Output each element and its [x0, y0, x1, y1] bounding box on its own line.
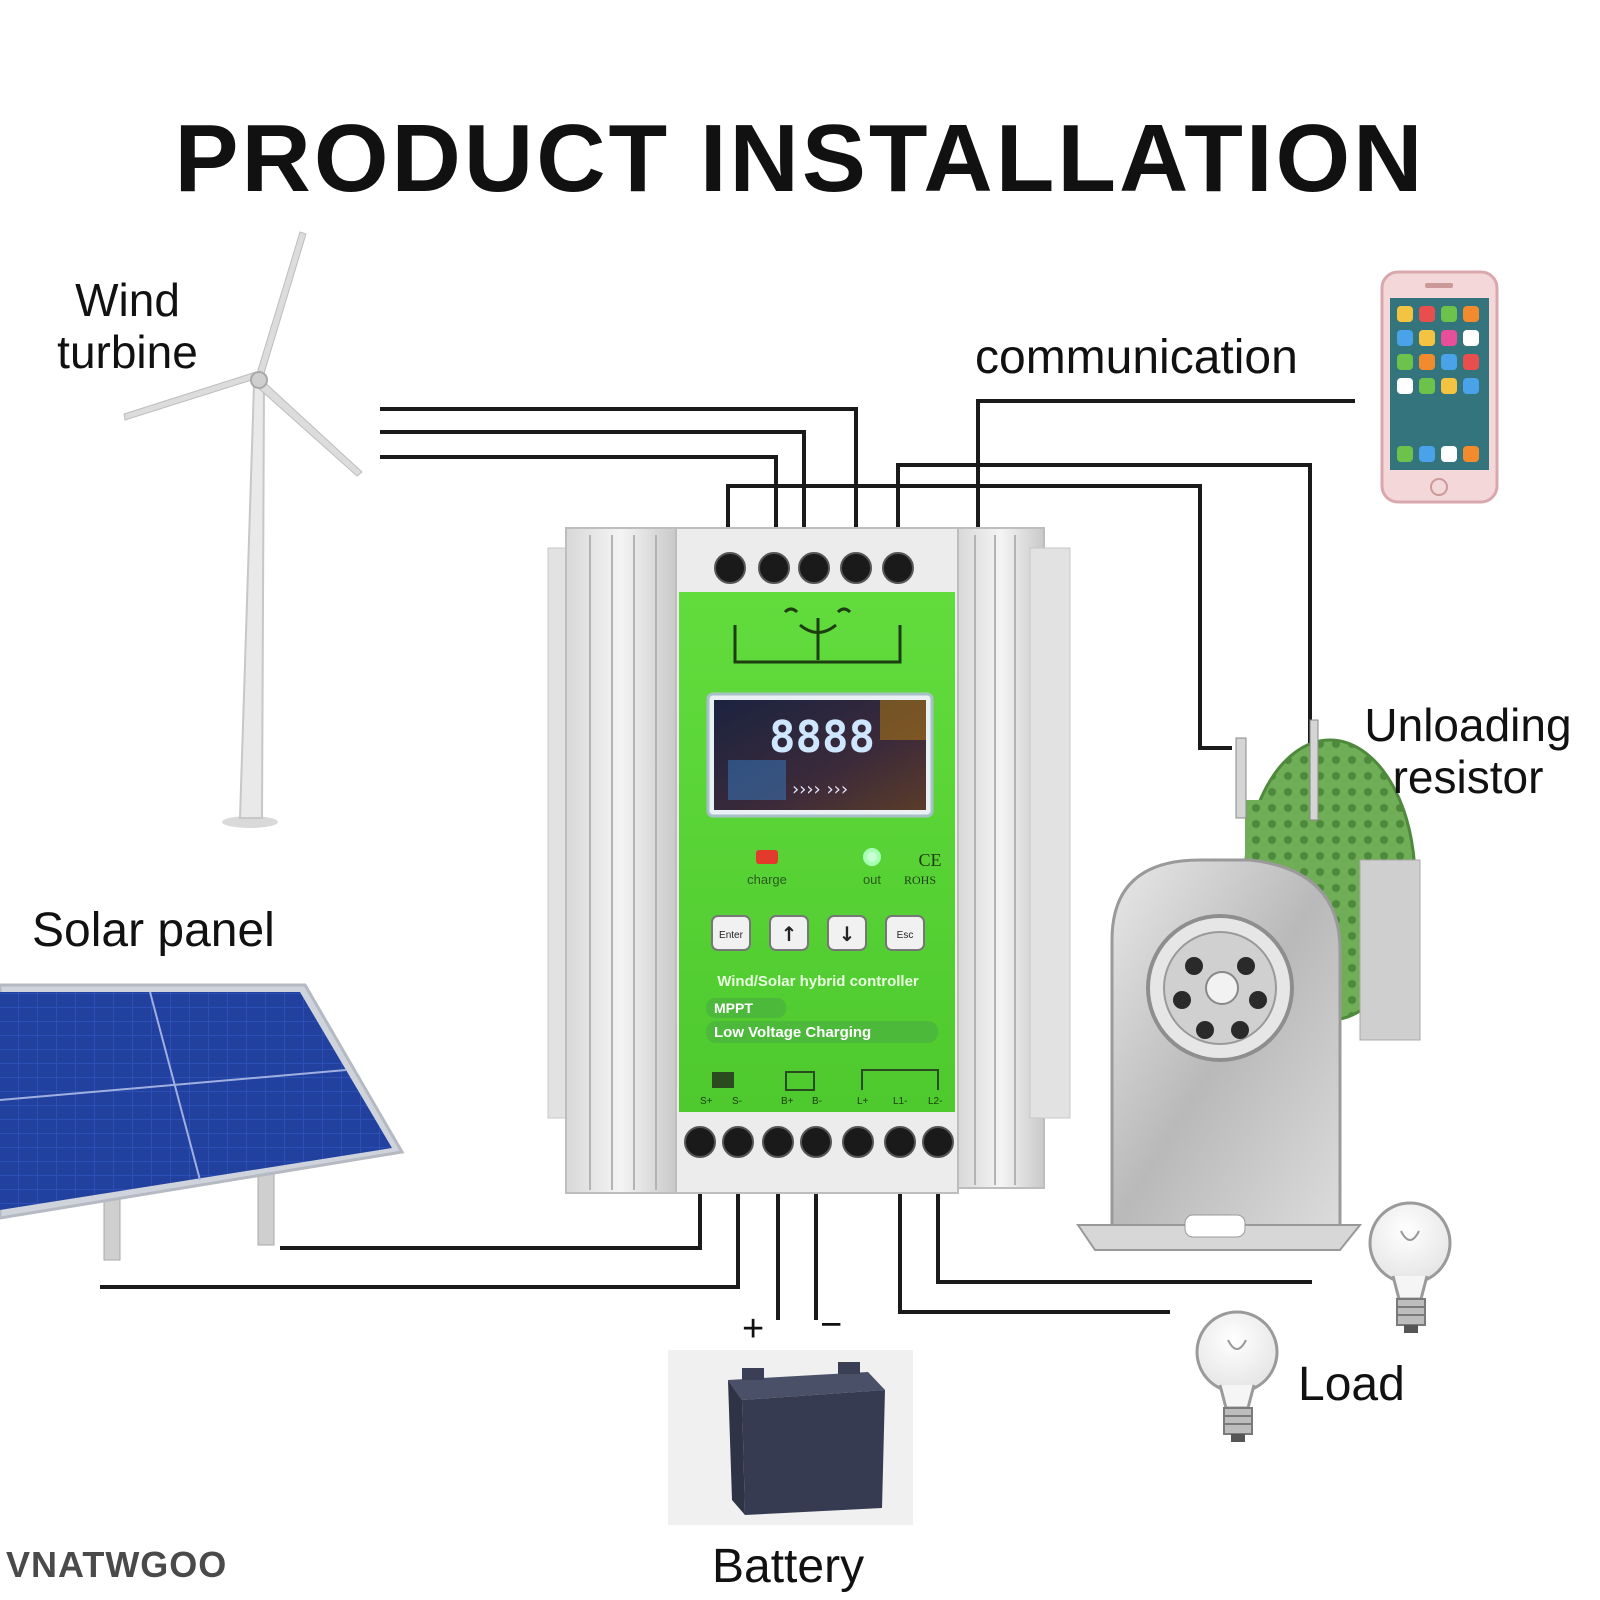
enter-button-label: Enter	[719, 930, 744, 941]
solar-panel-label: Solar panel	[32, 904, 275, 957]
wind-turbine-label-line-1: Wind	[75, 274, 180, 326]
ce-mark: CE	[918, 850, 941, 870]
unloading-resistor-illustration	[1076, 719, 1421, 1251]
enter-button[interactable]	[711, 915, 751, 951]
terminal-bottom-1[interactable]	[684, 1126, 716, 1158]
terminal-bottom-7[interactable]	[922, 1126, 954, 1158]
charge-indicator-label: charge	[747, 872, 787, 887]
lcd-digits: 8888	[769, 712, 875, 763]
battery-label: Battery	[712, 1540, 865, 1593]
unloading-resistor-label-line-2: resistor	[1392, 750, 1544, 803]
wind-turbine-illustration	[123, 231, 363, 828]
terminal-bottom-6[interactable]	[884, 1126, 916, 1158]
solar-panel-illustration	[0, 983, 405, 1261]
terminal-label-l-plus: L+	[857, 1096, 869, 1107]
charge-led	[756, 850, 778, 864]
battery-terminal-icon	[785, 1071, 815, 1091]
out-led	[863, 848, 881, 866]
wire-communication	[976, 399, 1355, 530]
page-title: PRODUCT INSTALLATION	[174, 105, 1426, 212]
terminal-bottom-5[interactable]	[842, 1126, 874, 1158]
wire-resistor-1	[726, 484, 1232, 750]
controller-product-name: Wind/Solar hybrid controller	[717, 973, 919, 990]
smartphone-illustration	[1380, 270, 1499, 504]
terminal-top-1[interactable]	[714, 552, 746, 584]
terminal-label-s-minus: S-	[732, 1096, 742, 1107]
feature-low-voltage-charging: Low Voltage Charging	[714, 1024, 871, 1041]
esc-button[interactable]	[885, 915, 925, 951]
battery-minus-sign: −	[820, 1304, 843, 1346]
battery-plus-sign: +	[742, 1308, 765, 1350]
terminal-bottom-4[interactable]	[800, 1126, 832, 1158]
wind-turbine-label: Wind turbine	[45, 274, 210, 378]
bottom-terminals	[684, 1126, 954, 1158]
load-label: Load	[1298, 1358, 1405, 1411]
load-terminal-icon	[861, 1069, 939, 1090]
terminal-bottom-2[interactable]	[722, 1126, 754, 1158]
terminal-label-l2-minus: L2-	[928, 1096, 942, 1107]
terminal-top-4[interactable]	[840, 552, 872, 584]
unloading-resistor-label-line-1: Unloading	[1364, 699, 1572, 751]
up-button-label: ↑	[781, 922, 798, 946]
hybrid-controller: 8888 ›››› ››› charge out CE ROHS Enter ↑…	[547, 527, 1071, 1194]
unloading-resistor-label: Unloading resistor	[1348, 699, 1588, 803]
brand-watermark: VNATWGOO	[6, 1544, 228, 1585]
terminal-label-b-plus: B+	[781, 1096, 794, 1107]
wind-solar-logo-icon	[733, 607, 902, 664]
esc-button-label: Esc	[897, 930, 914, 941]
down-button[interactable]	[827, 915, 867, 951]
terminal-label-s-plus: S+	[700, 1096, 713, 1107]
wire-load-1	[898, 1145, 1170, 1314]
terminal-label-l1-minus: L1-	[893, 1096, 907, 1107]
wire-wind-phase-2	[380, 430, 806, 565]
communication-label: communication	[975, 331, 1298, 384]
controller-buttons: Enter ↑ ↓ Esc	[711, 915, 925, 951]
wire-resistor-2	[896, 463, 1312, 760]
down-button-label: ↓	[839, 922, 856, 946]
top-terminals	[714, 552, 914, 584]
terminal-top-3[interactable]	[798, 552, 830, 584]
feature-mppt: MPPT	[714, 1000, 753, 1016]
terminal-top-5[interactable]	[882, 552, 914, 584]
terminal-labels: S+ S- B+ B- L+ L1- L2-	[700, 1096, 942, 1107]
load-bulb-2-icon	[1368, 1201, 1452, 1333]
solar-terminal-icon	[712, 1072, 734, 1088]
terminal-top-2[interactable]	[758, 552, 790, 584]
terminal-label-b-minus: B-	[812, 1096, 822, 1107]
wind-turbine-label-line-2: turbine	[57, 325, 198, 378]
rohs-mark: ROHS	[904, 873, 936, 887]
terminal-bottom-3[interactable]	[762, 1126, 794, 1158]
load-bulb-1-icon	[1195, 1310, 1279, 1442]
battery-illustration	[668, 1350, 913, 1525]
lcd-arrows: ›››› ›››	[792, 779, 848, 800]
up-button[interactable]	[769, 915, 809, 951]
wire-wind-phase-1	[380, 407, 858, 565]
out-indicator-label: out	[863, 872, 881, 887]
